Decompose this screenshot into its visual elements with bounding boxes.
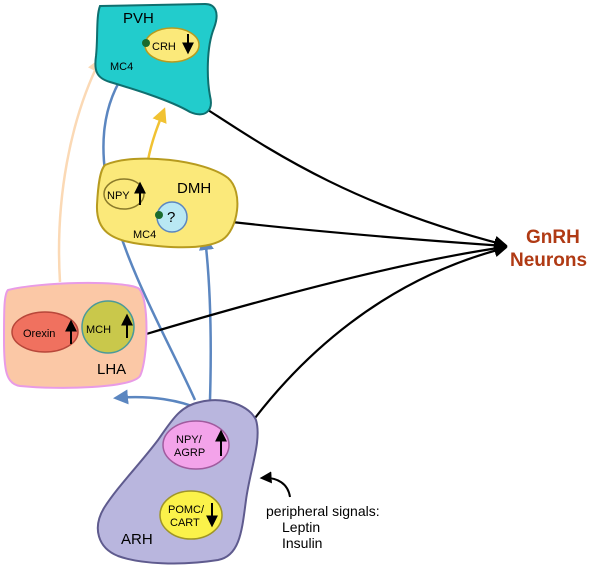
pvh-region: PVH CRH MC4	[94, 2, 218, 116]
pomc-cart-label-line1: POMC/	[168, 504, 205, 516]
gnrh-neurons-label-line1: GnRH	[526, 227, 580, 248]
peripheral-signals-label: peripheral signals:	[266, 503, 380, 519]
npy-agrp-label-line1: NPY/	[176, 434, 203, 446]
lha-to-pvh-arrow	[57, 57, 102, 283]
lha-to-gnrh-arrow	[142, 241, 508, 337]
dmh-unknown-label: ?	[167, 209, 175, 226]
dmh-label: DMH	[177, 180, 211, 197]
lha-label: LHA	[97, 361, 126, 378]
pvh-mc4-label: MC4	[110, 61, 133, 73]
dmh-npy-label: NPY	[107, 190, 130, 202]
arh-to-dmh-arrow	[198, 235, 214, 401]
lha-region: Orexin MCH LHA	[2, 281, 148, 389]
pvh-mc4-receptor-dot	[142, 39, 150, 47]
pvh-to-gnrh-arrow	[207, 109, 508, 249]
insulin-label: Insulin	[282, 535, 322, 551]
dmh-mc4-label: MC4	[133, 229, 156, 241]
dmh-region: DMH NPY ? MC4	[95, 157, 239, 249]
orexin-cell	[11, 311, 79, 353]
dmh-mc4-receptor-dot	[155, 211, 163, 219]
peripheral-signal-arrow	[259, 471, 291, 498]
npy-agrp-label-line2: AGRP	[174, 447, 205, 459]
arh-label: ARH	[121, 531, 153, 548]
pvh-label: PVH	[123, 10, 154, 27]
arh-to-gnrh-arrow	[254, 244, 508, 419]
dmh-to-gnrh-arrow	[231, 220, 508, 252]
pomc-cart-label-line2: CART	[170, 517, 200, 529]
arh-region: NPY/ AGRP POMC/ CART ARH	[96, 399, 259, 565]
dmh-to-pvh-arrow	[146, 107, 167, 161]
gnrh-neurons-label-line2: Neurons	[510, 250, 587, 271]
npy-agrp-cell	[162, 420, 230, 470]
mch-label: MCH	[86, 324, 111, 336]
orexin-label: Orexin	[23, 328, 55, 340]
crh-label: CRH	[152, 41, 176, 53]
leptin-label: Leptin	[282, 519, 320, 535]
